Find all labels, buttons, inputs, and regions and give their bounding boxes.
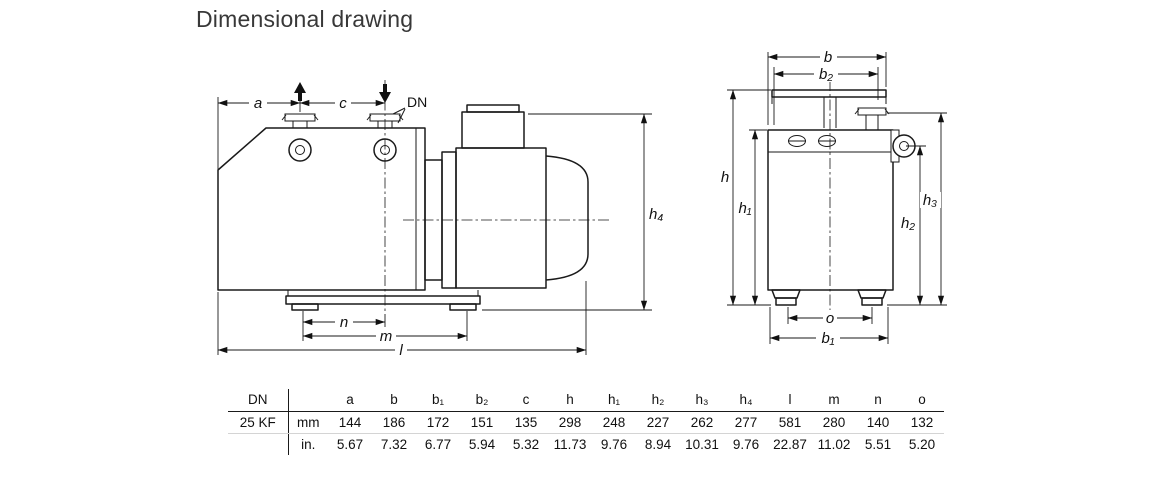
- dim-label-b: b: [824, 49, 832, 66]
- col-header-l: l: [768, 389, 812, 412]
- kf-flange-1: [284, 113, 316, 122]
- table-cell: 186: [372, 411, 416, 434]
- table-cell: 22.87: [773, 436, 807, 452]
- dim-label-o: o: [826, 310, 834, 327]
- dim-label-c: c: [339, 95, 347, 112]
- col-header-o: o: [900, 389, 944, 412]
- dim-label-m: m: [380, 328, 393, 345]
- col-header-c: c: [504, 389, 548, 412]
- table-cell: 135: [504, 411, 548, 434]
- port-1: [288, 138, 312, 162]
- gas-outlet-arrow-icon: [294, 82, 306, 101]
- table-cell: 5.32: [512, 436, 540, 452]
- table-cell: 581: [768, 411, 812, 434]
- table-cell: 172: [416, 411, 460, 434]
- table-cell: 9.76: [600, 436, 628, 452]
- table-cell: 262: [680, 411, 724, 434]
- dn-value: 25 KF: [228, 411, 289, 434]
- table-cell: 280: [812, 411, 856, 434]
- dim-label-l: l: [399, 342, 403, 359]
- col-header-b1: b₁: [416, 389, 460, 412]
- dim-label-h3: h₃: [923, 192, 937, 209]
- table-cell: 5.20: [908, 436, 936, 452]
- table-cell: 227: [636, 411, 680, 434]
- dim-label-h2: h₂: [901, 215, 915, 232]
- dim-label-h4: h₄: [649, 206, 663, 223]
- col-header-a: a: [328, 389, 372, 412]
- dim-label-b2: b₂: [819, 66, 833, 83]
- carrying-handle: [771, 89, 887, 98]
- col-header-h: h: [548, 389, 592, 412]
- dimensions-table: DN a b b₁ b₂ c h h₁ h₂ h₃ h₄ l m n o 25 …: [228, 389, 944, 455]
- dim-label-dn: DN: [407, 94, 427, 110]
- dim-label-a: a: [254, 95, 262, 112]
- dim-label-n: n: [340, 314, 348, 331]
- table-row-in: in. 5.67 7.32 6.77 5.94 5.32 11.73 9.76 …: [228, 433, 944, 455]
- col-header-b2: b₂: [460, 389, 504, 412]
- table-cell: 144: [328, 411, 372, 434]
- col-header-b: b: [372, 389, 416, 412]
- col-header-h2: h₂: [636, 389, 680, 412]
- col-header-h1: h₁: [592, 389, 636, 412]
- table-cell: 151: [460, 411, 504, 434]
- junction-box: [461, 111, 525, 149]
- dim-label-b1: b₁: [821, 330, 834, 347]
- page-title: Dimensional drawing: [196, 6, 414, 32]
- pump-dimensional-drawing: a c DN h₄ n m l: [217, 49, 947, 359]
- table-cell: 8.94: [644, 436, 672, 452]
- col-header-m: m: [812, 389, 856, 412]
- front-view-dimensions: b b₂ h h₁ h₂ h₃: [717, 49, 947, 347]
- unit-label-mm: mm: [288, 411, 328, 434]
- table-cell: 7.32: [380, 436, 408, 452]
- table-header-row: DN a b b₁ b₂ c h h₁ h₂ h₃ h₄ l m n o: [228, 389, 944, 412]
- table-cell: 5.51: [864, 436, 892, 452]
- table-cell: 6.77: [424, 436, 452, 452]
- table-cell: 10.31: [685, 436, 719, 452]
- side-view: [217, 80, 612, 314]
- table-cell: 140: [856, 411, 900, 434]
- table-cell: 132: [900, 411, 944, 434]
- table-cell: 277: [724, 411, 768, 434]
- dim-label-h1: h₁: [738, 200, 751, 217]
- table-cell: 5.67: [336, 436, 364, 452]
- dn-value: [228, 433, 289, 455]
- col-header-h3: h₃: [680, 389, 724, 412]
- table-cell: 11.73: [553, 436, 587, 452]
- dim-label-h: h: [721, 169, 729, 186]
- gas-inlet-arrow-icon: [379, 84, 391, 103]
- unit-label-in: in.: [301, 436, 316, 452]
- col-header-h4: h₄: [724, 389, 768, 412]
- motor-body: [455, 147, 547, 289]
- col-header-n: n: [856, 389, 900, 412]
- col-header-unit: [288, 389, 328, 412]
- table-cell: 248: [592, 411, 636, 434]
- table-cell: 9.76: [732, 436, 760, 452]
- side-view-dimensions: a c DN h₄ n m l: [217, 94, 663, 359]
- pump-housing: [767, 129, 894, 291]
- kf-flange-top: [857, 107, 887, 116]
- table-cell: 5.94: [468, 436, 496, 452]
- col-header-dn: DN: [228, 389, 289, 412]
- table-row-mm: 25 KF mm 144 186 172 151 135 298 248 227…: [228, 411, 944, 434]
- table-cell: 11.02: [817, 436, 851, 452]
- front-view: [767, 80, 916, 316]
- table-cell: 298: [548, 411, 592, 434]
